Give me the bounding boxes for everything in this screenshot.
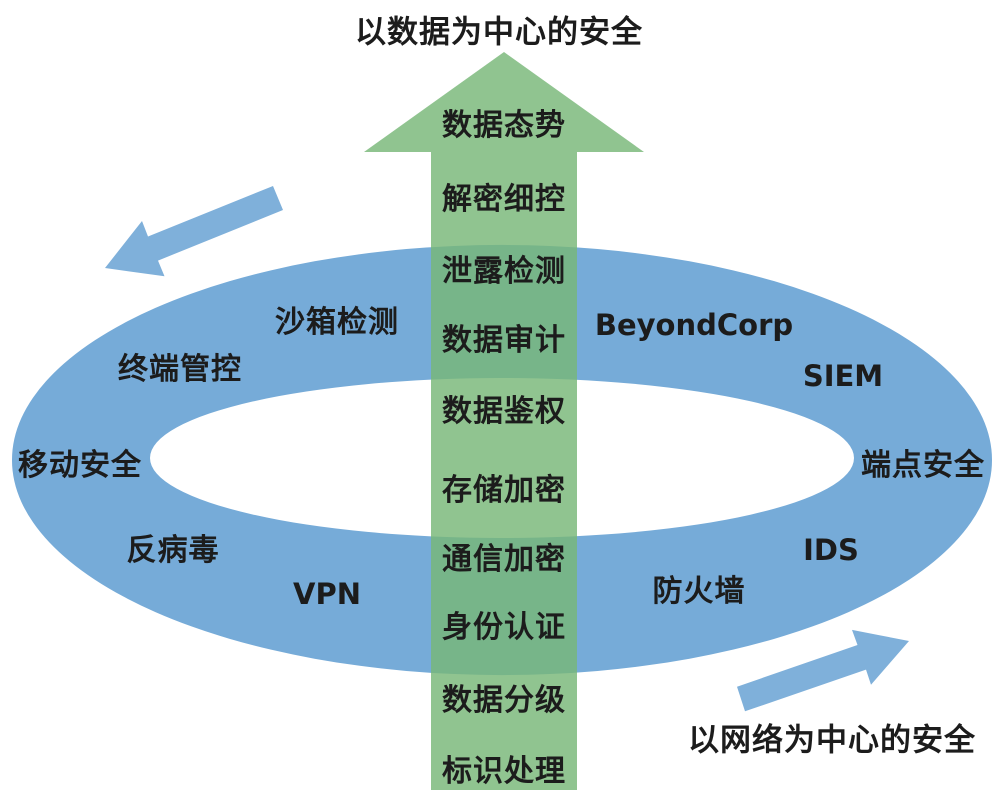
cycle-arrow-left-icon [105, 186, 283, 277]
ring-label-mobile-security: 移动安全 [18, 448, 142, 483]
ring-label-vpn: VPN [293, 577, 361, 611]
ring-label-beyondcorp: BeyondCorp [594, 308, 794, 342]
axis-label-data-authentication: 数据鉴权 [442, 394, 566, 429]
ring-label-ids: IDS [803, 533, 859, 567]
ring-label-siem: SIEM [802, 359, 884, 393]
axis-label-data-classification: 数据分级 [442, 683, 566, 718]
axis-label-identity-authentication: 身份认证 [442, 610, 566, 645]
axis-label-storage-encryption: 存储加密 [442, 473, 566, 508]
axis-label-communication-encryption: 通信加密 [442, 542, 566, 577]
axis-label-data-audit: 数据审计 [442, 323, 566, 358]
title-network-centric-security: 以网络为中心的安全 [688, 722, 976, 759]
data-security-up-arrow-shape [364, 52, 644, 790]
axis-label-decryption-fine-control: 解密细控 [442, 182, 566, 217]
axis-label-leak-detection: 泄露检测 [442, 254, 566, 289]
ring-label-endpoint-management: 终端管控 [118, 352, 242, 387]
axis-label-data-posture: 数据态势 [442, 108, 566, 143]
ring-label-antivirus: 反病毒 [126, 533, 220, 568]
axis-label-label-processing: 标识处理 [442, 754, 566, 789]
cycle-arrow-right-icon [737, 629, 909, 712]
network-security-ring-shape [11, 244, 993, 676]
ring-label-firewall: 防火墙 [652, 574, 746, 609]
title-data-centric-security: 以数据为中心的安全 [355, 14, 643, 51]
ring-label-sandbox-detection: 沙箱检测 [275, 305, 399, 340]
ring-label-endpoint-security: 端点安全 [861, 448, 985, 483]
